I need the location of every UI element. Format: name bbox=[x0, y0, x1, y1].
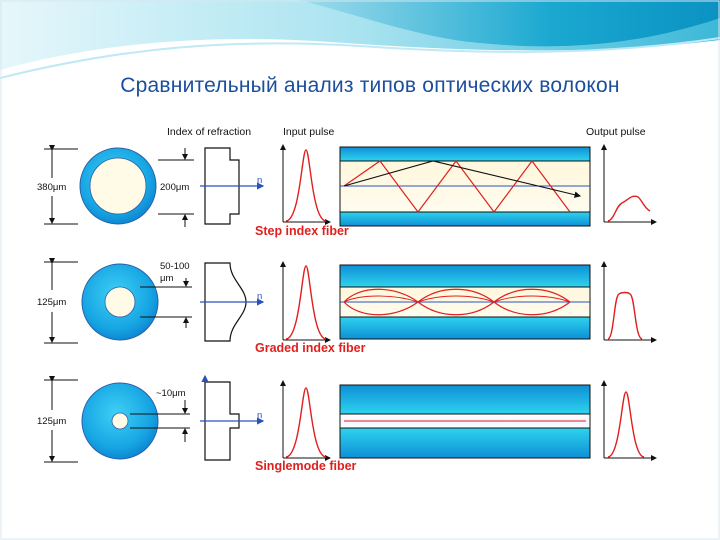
n-axis-label: n bbox=[257, 175, 262, 186]
fiber-longitudinal-section bbox=[339, 384, 591, 459]
cladding-dimension: 380μm bbox=[37, 145, 78, 225]
header-input-pulse: Input pulse bbox=[283, 126, 335, 138]
cladding-dimension: 125μm bbox=[37, 376, 78, 463]
header-wave-line bbox=[0, 37, 720, 79]
output-pulse-graph bbox=[601, 261, 657, 343]
fiber-cross-section bbox=[79, 147, 157, 225]
core-dimension: 50-100 μm bbox=[140, 261, 192, 328]
core-diameter-label: ~10μm bbox=[156, 388, 186, 399]
fiber-cross-section bbox=[81, 382, 159, 460]
output-pulse-graph bbox=[601, 144, 657, 225]
header-output-pulse: Output pulse bbox=[586, 126, 646, 138]
fiber-type-label: Step index fiber bbox=[255, 224, 349, 238]
cladding-diameter-label: 380μm bbox=[37, 182, 66, 193]
header-index-of-refraction: Index of refraction bbox=[167, 126, 251, 138]
output-pulse-graph bbox=[601, 380, 657, 461]
header-wave-dark bbox=[300, 0, 720, 47]
oblique-ray bbox=[343, 160, 582, 198]
input-pulse-graph bbox=[280, 380, 331, 461]
refractive-index-profile: n bbox=[200, 374, 265, 461]
input-pulse-graph bbox=[280, 261, 331, 343]
core-diameter-label: 50-100 bbox=[160, 261, 190, 272]
input-pulse-graph bbox=[280, 144, 331, 225]
slide-title: Сравнительный анализ типов оптических во… bbox=[120, 74, 620, 97]
refractive-index-profile: n bbox=[200, 262, 265, 342]
fiber-longitudinal-section bbox=[339, 264, 591, 340]
core-dimension: ~10μm bbox=[130, 388, 190, 442]
cladding-diameter-label: 125μm bbox=[37, 416, 66, 427]
cladding-diameter-label: 125μm bbox=[37, 297, 66, 308]
fiber-comparison-diagram: Index of refraction Input pulse Output p… bbox=[37, 126, 657, 473]
fiber-type-label: Singlemode fiber bbox=[255, 459, 357, 473]
core-diameter-unit: μm bbox=[160, 273, 173, 284]
fiber-type-label: Graded index fiber bbox=[255, 341, 366, 355]
graded-index-row: 125μm 50-100 μm n bbox=[37, 258, 657, 355]
sinusoidal-ray-upper bbox=[343, 288, 571, 303]
n-axis-label: n bbox=[257, 410, 262, 421]
singlemode-row: 125μm ~10μm n bbox=[37, 374, 657, 473]
core-diameter-label: 200μm bbox=[160, 182, 189, 193]
fiber-longitudinal-section bbox=[339, 146, 591, 227]
sinusoidal-ray-lower bbox=[343, 301, 571, 316]
cladding-dimension: 125μm bbox=[37, 258, 78, 344]
refractive-index-profile: n bbox=[200, 147, 265, 225]
fiber-cross-section bbox=[81, 263, 159, 341]
sinusoidal-ray-inner bbox=[343, 295, 571, 303]
n-axis-label: n bbox=[257, 291, 262, 302]
step-index-row: 380μm 200μm n bbox=[37, 144, 657, 238]
zigzag-ray bbox=[343, 159, 571, 214]
core-dimension: 200μm bbox=[158, 148, 194, 227]
